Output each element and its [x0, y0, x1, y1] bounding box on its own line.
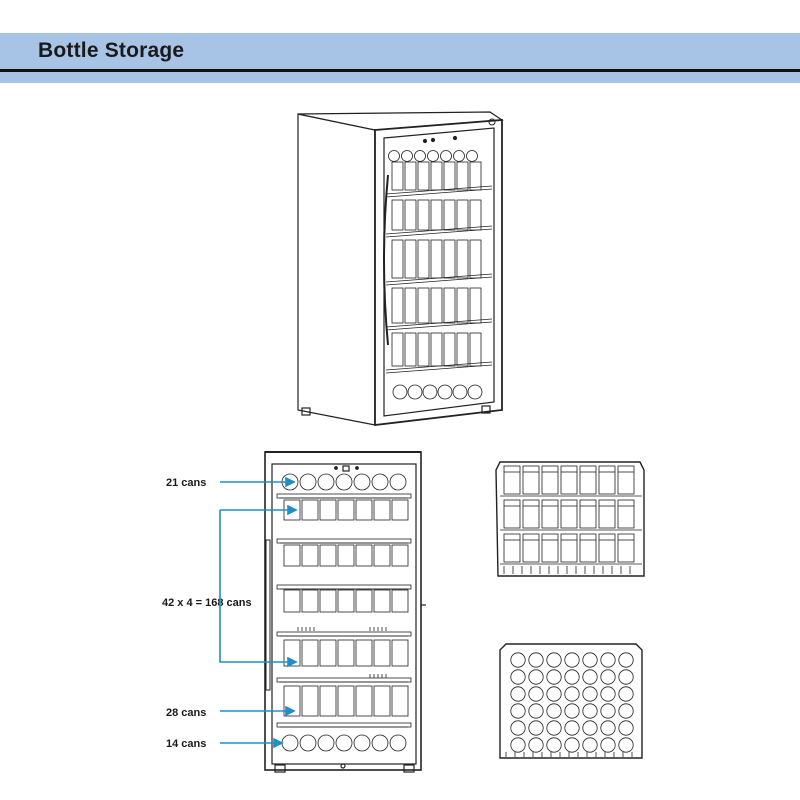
- shelf-upright-cans-illustration: [495, 461, 645, 577]
- arrowhead-bottom: [273, 737, 284, 749]
- header-band: Bottle Storage: [0, 33, 800, 69]
- header-sub-band: [0, 72, 800, 83]
- arrowhead-top: [285, 476, 296, 488]
- fridge-perspective-illustration: [297, 111, 504, 427]
- fridge-front-view-illustration: [264, 451, 426, 773]
- arrowhead-middle-bottom: [287, 656, 298, 668]
- annotation-168-cans: 42 x 4 = 168 cans: [162, 597, 252, 609]
- capacity-annotations: 21 cans 42 x 4 = 168 cans 28 cans 14 can…: [162, 476, 298, 750]
- arrowhead-lower: [285, 705, 296, 717]
- annotation-14-cans: 14 cans: [166, 738, 206, 750]
- annotation-28-cans: 28 cans: [166, 707, 206, 719]
- annotation-21-cans: 21 cans: [166, 477, 206, 489]
- bracket-middle: [219, 510, 290, 663]
- header-rule: [0, 69, 800, 72]
- page-title: Bottle Storage: [38, 39, 185, 62]
- arrowhead-middle-top: [287, 504, 298, 516]
- shelf-top-view-cans-illustration: [499, 643, 643, 759]
